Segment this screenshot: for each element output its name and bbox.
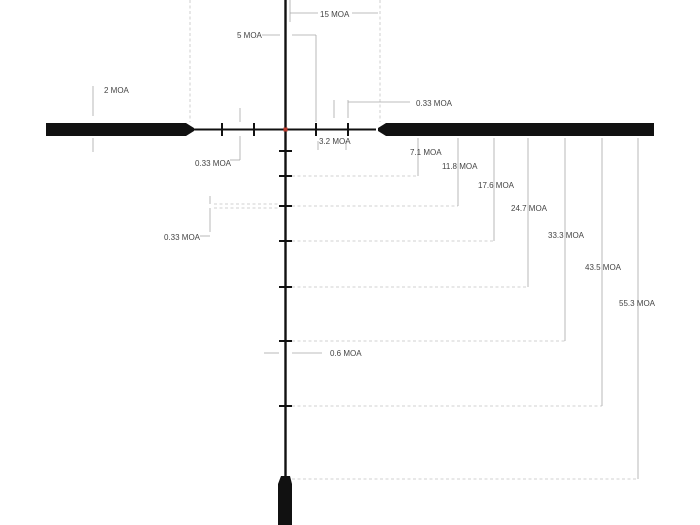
label-435-moa: 43.5 MOA	[585, 263, 622, 272]
label-247-moa: 24.7 MOA	[511, 204, 548, 213]
label-118-moa: 11.8 MOA	[442, 162, 478, 171]
left-thick-post	[46, 123, 194, 136]
label-033-moa-left: 0.33 MOA	[195, 159, 232, 168]
label-333-moa: 33.3 MOA	[548, 231, 585, 240]
label-553-moa: 55.3 MOA	[619, 299, 656, 308]
label-176-moa: 17.6 MOA	[478, 181, 515, 190]
label-15-moa: 15 MOA	[320, 10, 350, 19]
label-2-moa: 2 MOA	[104, 86, 130, 95]
label-033-moa-top: 0.33 MOA	[416, 99, 453, 108]
label-033-moa-lower: 0.33 MOA	[164, 233, 201, 242]
label-32-moa: 3.2 MOA	[319, 137, 351, 146]
label-06-moa: 0.6 MOA	[330, 349, 362, 358]
right-thick-post	[378, 123, 654, 136]
bottom-thick-post	[278, 476, 292, 525]
label-5-moa: 5 MOA	[237, 31, 263, 40]
center-dot	[283, 127, 288, 132]
label-71-moa: 7.1 MOA	[410, 148, 442, 157]
